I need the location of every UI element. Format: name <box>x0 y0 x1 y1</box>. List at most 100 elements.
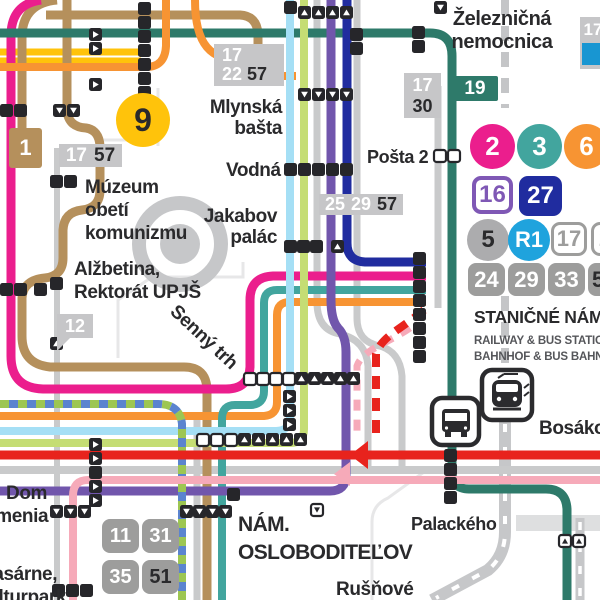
stop-marker-down[interactable] <box>67 104 80 117</box>
stop-marker[interactable] <box>138 72 151 85</box>
stop-marker-up[interactable] <box>298 6 311 19</box>
stop-marker-up[interactable] <box>340 6 353 19</box>
stop-marker[interactable] <box>80 584 93 597</box>
stop-marker[interactable] <box>0 104 13 117</box>
route-terminal-9[interactable]: 9 <box>116 93 170 147</box>
stop-marker[interactable] <box>413 308 426 321</box>
stop-marker[interactable] <box>413 322 426 335</box>
bus-icon[interactable] <box>429 395 482 448</box>
route-badge-33[interactable]: 33 <box>548 263 585 296</box>
stop-marker[interactable] <box>310 240 323 253</box>
stop-marker-up[interactable] <box>312 6 325 19</box>
interchange-marker[interactable] <box>242 371 258 387</box>
route-badge-29[interactable]: 29 <box>508 263 545 296</box>
stop-marker[interactable] <box>444 449 457 462</box>
stop-marker-right[interactable] <box>89 42 102 55</box>
badge-corner-17[interactable]: 17 <box>580 17 600 69</box>
stop-marker[interactable] <box>89 466 102 479</box>
stop-marker-up[interactable] <box>280 433 293 446</box>
stop-marker-right[interactable] <box>283 418 296 431</box>
stop-marker[interactable] <box>444 463 457 476</box>
stop-marker[interactable] <box>138 44 151 57</box>
interchange-marker[interactable] <box>223 432 239 448</box>
stop-marker[interactable] <box>312 163 325 176</box>
stop-marker-up[interactable] <box>294 433 307 446</box>
train-icon[interactable] <box>479 367 535 423</box>
stop-marker-down[interactable] <box>298 88 311 101</box>
stop-marker-up[interactable] <box>266 433 279 446</box>
stop-marker-right[interactable] <box>283 390 296 403</box>
stop-marker[interactable] <box>284 1 297 14</box>
route-badge-5[interactable]: 5 <box>467 219 509 261</box>
route-badge-3[interactable]: 3 <box>517 124 562 169</box>
stop-marker[interactable] <box>413 266 426 279</box>
stop-marker[interactable] <box>50 277 63 290</box>
stop-marker[interactable] <box>412 40 425 53</box>
stop-marker[interactable] <box>413 280 426 293</box>
stop-marker-right[interactable] <box>89 28 102 41</box>
interchange-marker[interactable] <box>446 148 462 164</box>
route-badge-24[interactable]: 24 <box>468 263 505 296</box>
stop-marker-up[interactable] <box>334 372 347 385</box>
route-badge-2x[interactable]: 2 <box>591 222 600 256</box>
stop-marker[interactable] <box>14 104 27 117</box>
stop-marker[interactable] <box>350 42 363 55</box>
badge-19[interactable]: 19 <box>452 76 498 101</box>
badge-11[interactable]: 11 <box>102 519 139 553</box>
stop-marker-up[interactable] <box>308 372 321 385</box>
stop-marker-down[interactable] <box>193 505 206 518</box>
stop-marker-down[interactable] <box>206 505 219 518</box>
stop-marker[interactable] <box>444 477 457 490</box>
stop-marker[interactable] <box>14 283 27 296</box>
stop-marker-down[interactable] <box>78 505 91 518</box>
stop-marker[interactable] <box>413 350 426 363</box>
route-badge-16[interactable]: 16 <box>472 176 513 214</box>
stop-marker-down[interactable] <box>340 88 353 101</box>
stop-marker-right[interactable] <box>89 438 102 451</box>
stop-marker[interactable] <box>340 163 353 176</box>
stop-marker-down[interactable] <box>312 88 325 101</box>
stop-marker[interactable] <box>284 163 297 176</box>
stop-marker[interactable] <box>326 163 339 176</box>
stop-marker-up[interactable] <box>326 6 339 19</box>
stop-marker-right[interactable] <box>89 78 102 91</box>
stop-marker[interactable] <box>413 336 426 349</box>
stop-marker[interactable] <box>138 30 151 43</box>
route-badge-2[interactable]: 2 <box>470 124 515 169</box>
route-badge-57[interactable]: 57 <box>588 263 600 296</box>
stop-marker-up[interactable] <box>347 372 360 385</box>
stop-marker-up[interactable] <box>331 240 344 253</box>
stop-marker-right[interactable] <box>89 452 102 465</box>
stop-marker[interactable] <box>138 2 151 15</box>
stop-marker[interactable] <box>444 491 457 504</box>
stop-marker[interactable] <box>227 488 240 501</box>
stop-marker-down[interactable] <box>64 505 77 518</box>
stop-marker[interactable] <box>350 28 363 41</box>
interchange-marker[interactable] <box>209 432 225 448</box>
stop-marker[interactable] <box>413 252 426 265</box>
route-badge-27[interactable]: 27 <box>519 176 562 216</box>
stop-marker[interactable] <box>50 175 63 188</box>
route-badge-r1[interactable]: R1 <box>508 219 550 261</box>
stop-marker-down[interactable] <box>180 505 193 518</box>
stop-marker-right[interactable] <box>89 480 102 493</box>
interchange-marker-up[interactable] <box>557 533 573 549</box>
badge-35[interactable]: 35 <box>102 560 139 594</box>
stop-marker-right[interactable] <box>89 494 102 507</box>
stop-marker[interactable] <box>0 283 13 296</box>
stop-marker-down[interactable] <box>326 88 339 101</box>
stop-marker[interactable] <box>412 26 425 39</box>
stop-marker[interactable] <box>284 240 297 253</box>
stop-marker-right[interactable] <box>283 404 296 417</box>
badge-51[interactable]: 51 <box>142 560 179 594</box>
route-badge-6[interactable]: 6 <box>564 124 600 169</box>
stop-marker-down[interactable] <box>434 1 447 14</box>
badge-17-22-57[interactable]: 17 22 57 <box>214 44 284 86</box>
interchange-marker[interactable] <box>195 432 211 448</box>
interchange-marker[interactable] <box>268 371 284 387</box>
stop-marker-up[interactable] <box>238 433 251 446</box>
stop-marker-down[interactable] <box>219 505 232 518</box>
route-flag-1[interactable]: 1 <box>9 128 42 168</box>
badge-12[interactable]: 12 <box>57 314 93 351</box>
